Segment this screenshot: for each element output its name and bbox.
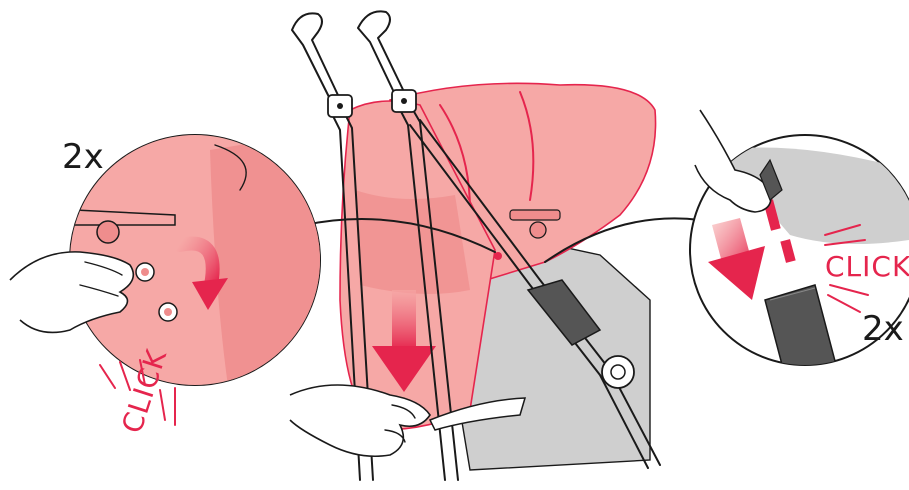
attach-point [494,252,502,260]
click-label-right: CLICK [825,250,909,283]
detail-circle-left [10,130,340,400]
count-label-right: 2x [862,309,904,349]
seat-shading [355,190,470,294]
stroller [290,11,660,480]
click-burst-icon: CLICK [100,345,175,437]
count-label-left: 2x [62,137,104,177]
